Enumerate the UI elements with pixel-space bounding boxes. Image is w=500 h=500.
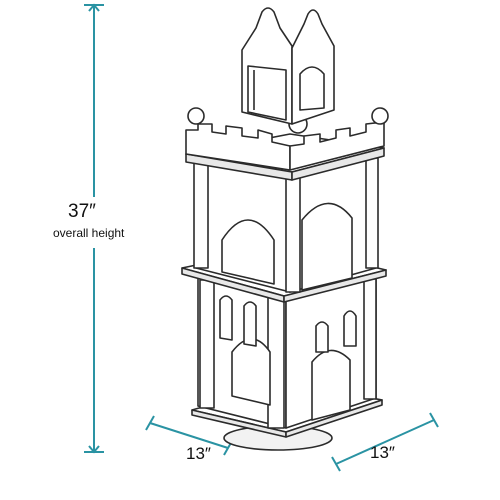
width-dimension-line-right bbox=[331, 412, 439, 472]
upper-right-arch bbox=[301, 202, 353, 291]
lower-right-arch bbox=[311, 349, 351, 421]
finial-right bbox=[371, 107, 389, 125]
battlement-right bbox=[289, 121, 385, 171]
finial-left bbox=[187, 107, 205, 125]
overall-height-value: 37″ bbox=[68, 201, 96, 222]
width-left-value: 13″ bbox=[186, 444, 211, 463]
upper-left-arch bbox=[221, 219, 275, 285]
width-right-value: 13″ bbox=[370, 443, 395, 462]
height-dimension-line bbox=[84, 3, 104, 454]
lower-left-arch bbox=[231, 338, 271, 406]
castle-bookcase bbox=[181, 7, 389, 451]
overall-height-caption: overall height bbox=[53, 226, 125, 240]
